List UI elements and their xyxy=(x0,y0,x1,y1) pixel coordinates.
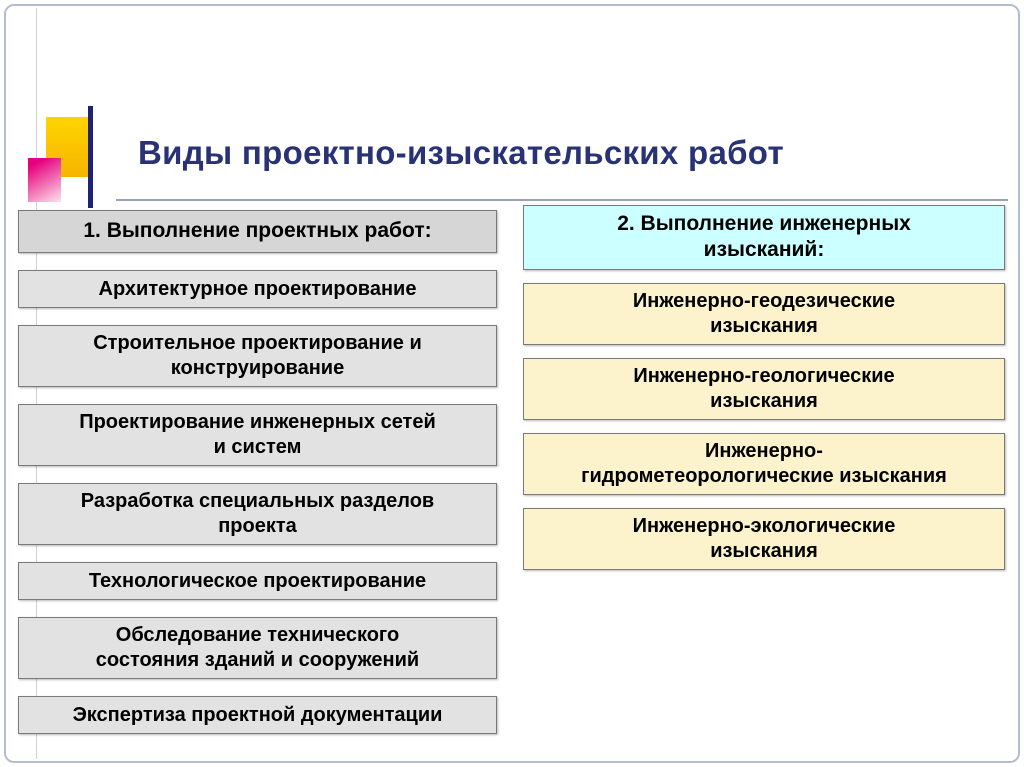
list-item-architectural-design: Архитектурное проектирование xyxy=(18,270,497,308)
list-item-special-sections: Разработка специальных разделов проекта xyxy=(18,483,497,545)
list-item-technical-inspection: Обследование технического состояния здан… xyxy=(18,617,497,679)
list-item-geological-surveys: Инженерно-геологические изыскания xyxy=(523,357,1005,420)
accent-navy-bar xyxy=(88,106,93,208)
list-item-technological-design: Технологическое проектирование xyxy=(18,562,497,600)
design-works-header: 1. Выполнение проектных работ: xyxy=(18,210,497,253)
list-item-construction-design: Строительное проектирование и конструиро… xyxy=(18,325,497,387)
engineering-surveys-column: 2. Выполнение инженерных изысканий: Инже… xyxy=(523,205,1005,570)
title-underline xyxy=(116,199,1008,201)
list-item-hydrometeorological-surveys: Инженерно- гидрометеорологические изыска… xyxy=(523,432,1005,495)
page-title: Виды проектно-изыскательских работ xyxy=(138,134,784,171)
accent-magenta-square xyxy=(28,158,61,202)
list-item-engineering-networks-design: Проектирование инженерных сетей и систем xyxy=(18,404,497,466)
list-item-ecological-surveys: Инженерно-экологические изыскания xyxy=(523,507,1005,570)
design-works-column: 1. Выполнение проектных работ: Архитекту… xyxy=(18,210,497,734)
list-item-geodetic-surveys: Инженерно-геодезические изыскания xyxy=(523,282,1005,345)
list-item-documentation-expertise: Экспертиза проектной документации xyxy=(18,696,497,734)
engineering-surveys-header: 2. Выполнение инженерных изысканий: xyxy=(523,205,1005,270)
